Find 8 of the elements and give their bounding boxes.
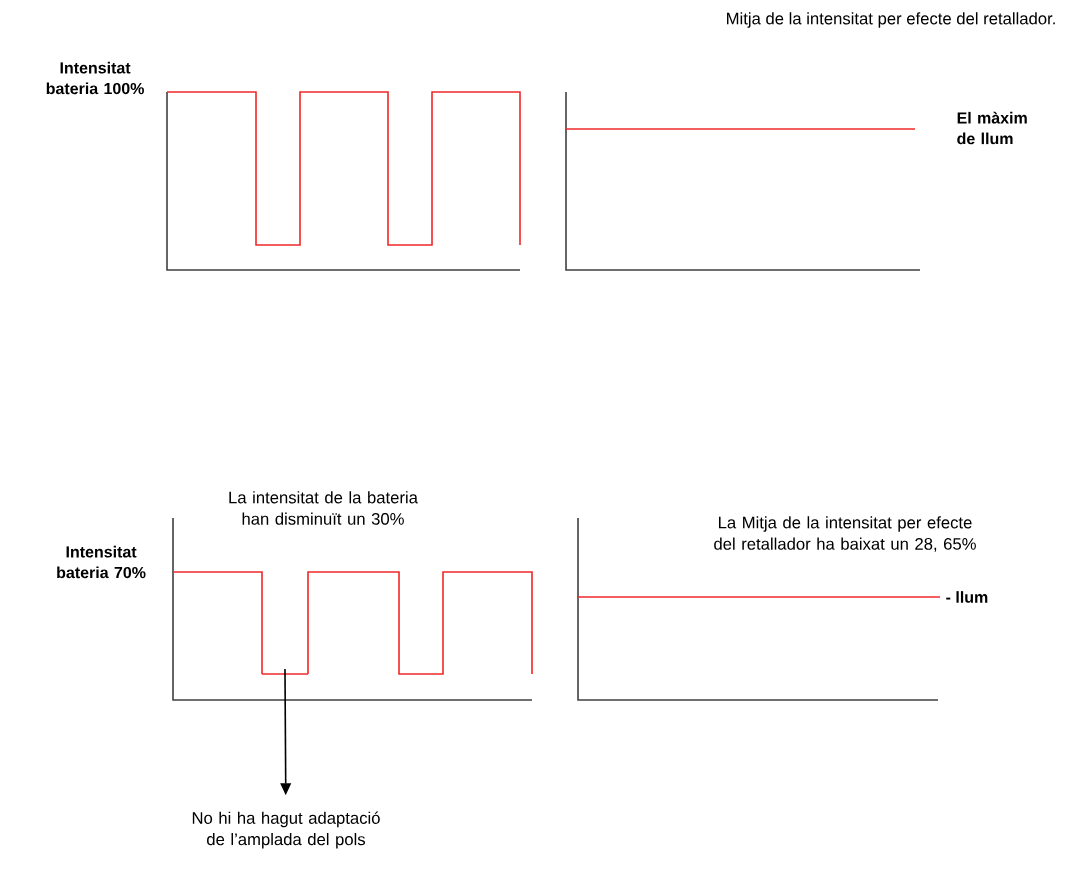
axis-label: Intensitat bateria 100% <box>46 61 144 95</box>
caption-text: Mitja de la intensitat per efecte del retallador. <box>727 12 1055 28</box>
note-text: No hi ha hagut adaptació de l’amplada del pols <box>192 811 380 849</box>
line-label: El màxim de llum <box>957 111 1027 145</box>
note-text: La Mitja de la intensitat per efecte del retallador ha baixat un 28, 65% <box>714 516 976 552</box>
axis-label: Intensitat bateria 70% <box>57 545 146 579</box>
note-text: La intensitat de la bateria han disminuït un 30% <box>229 491 418 525</box>
line-label: - llum <box>946 591 988 603</box>
